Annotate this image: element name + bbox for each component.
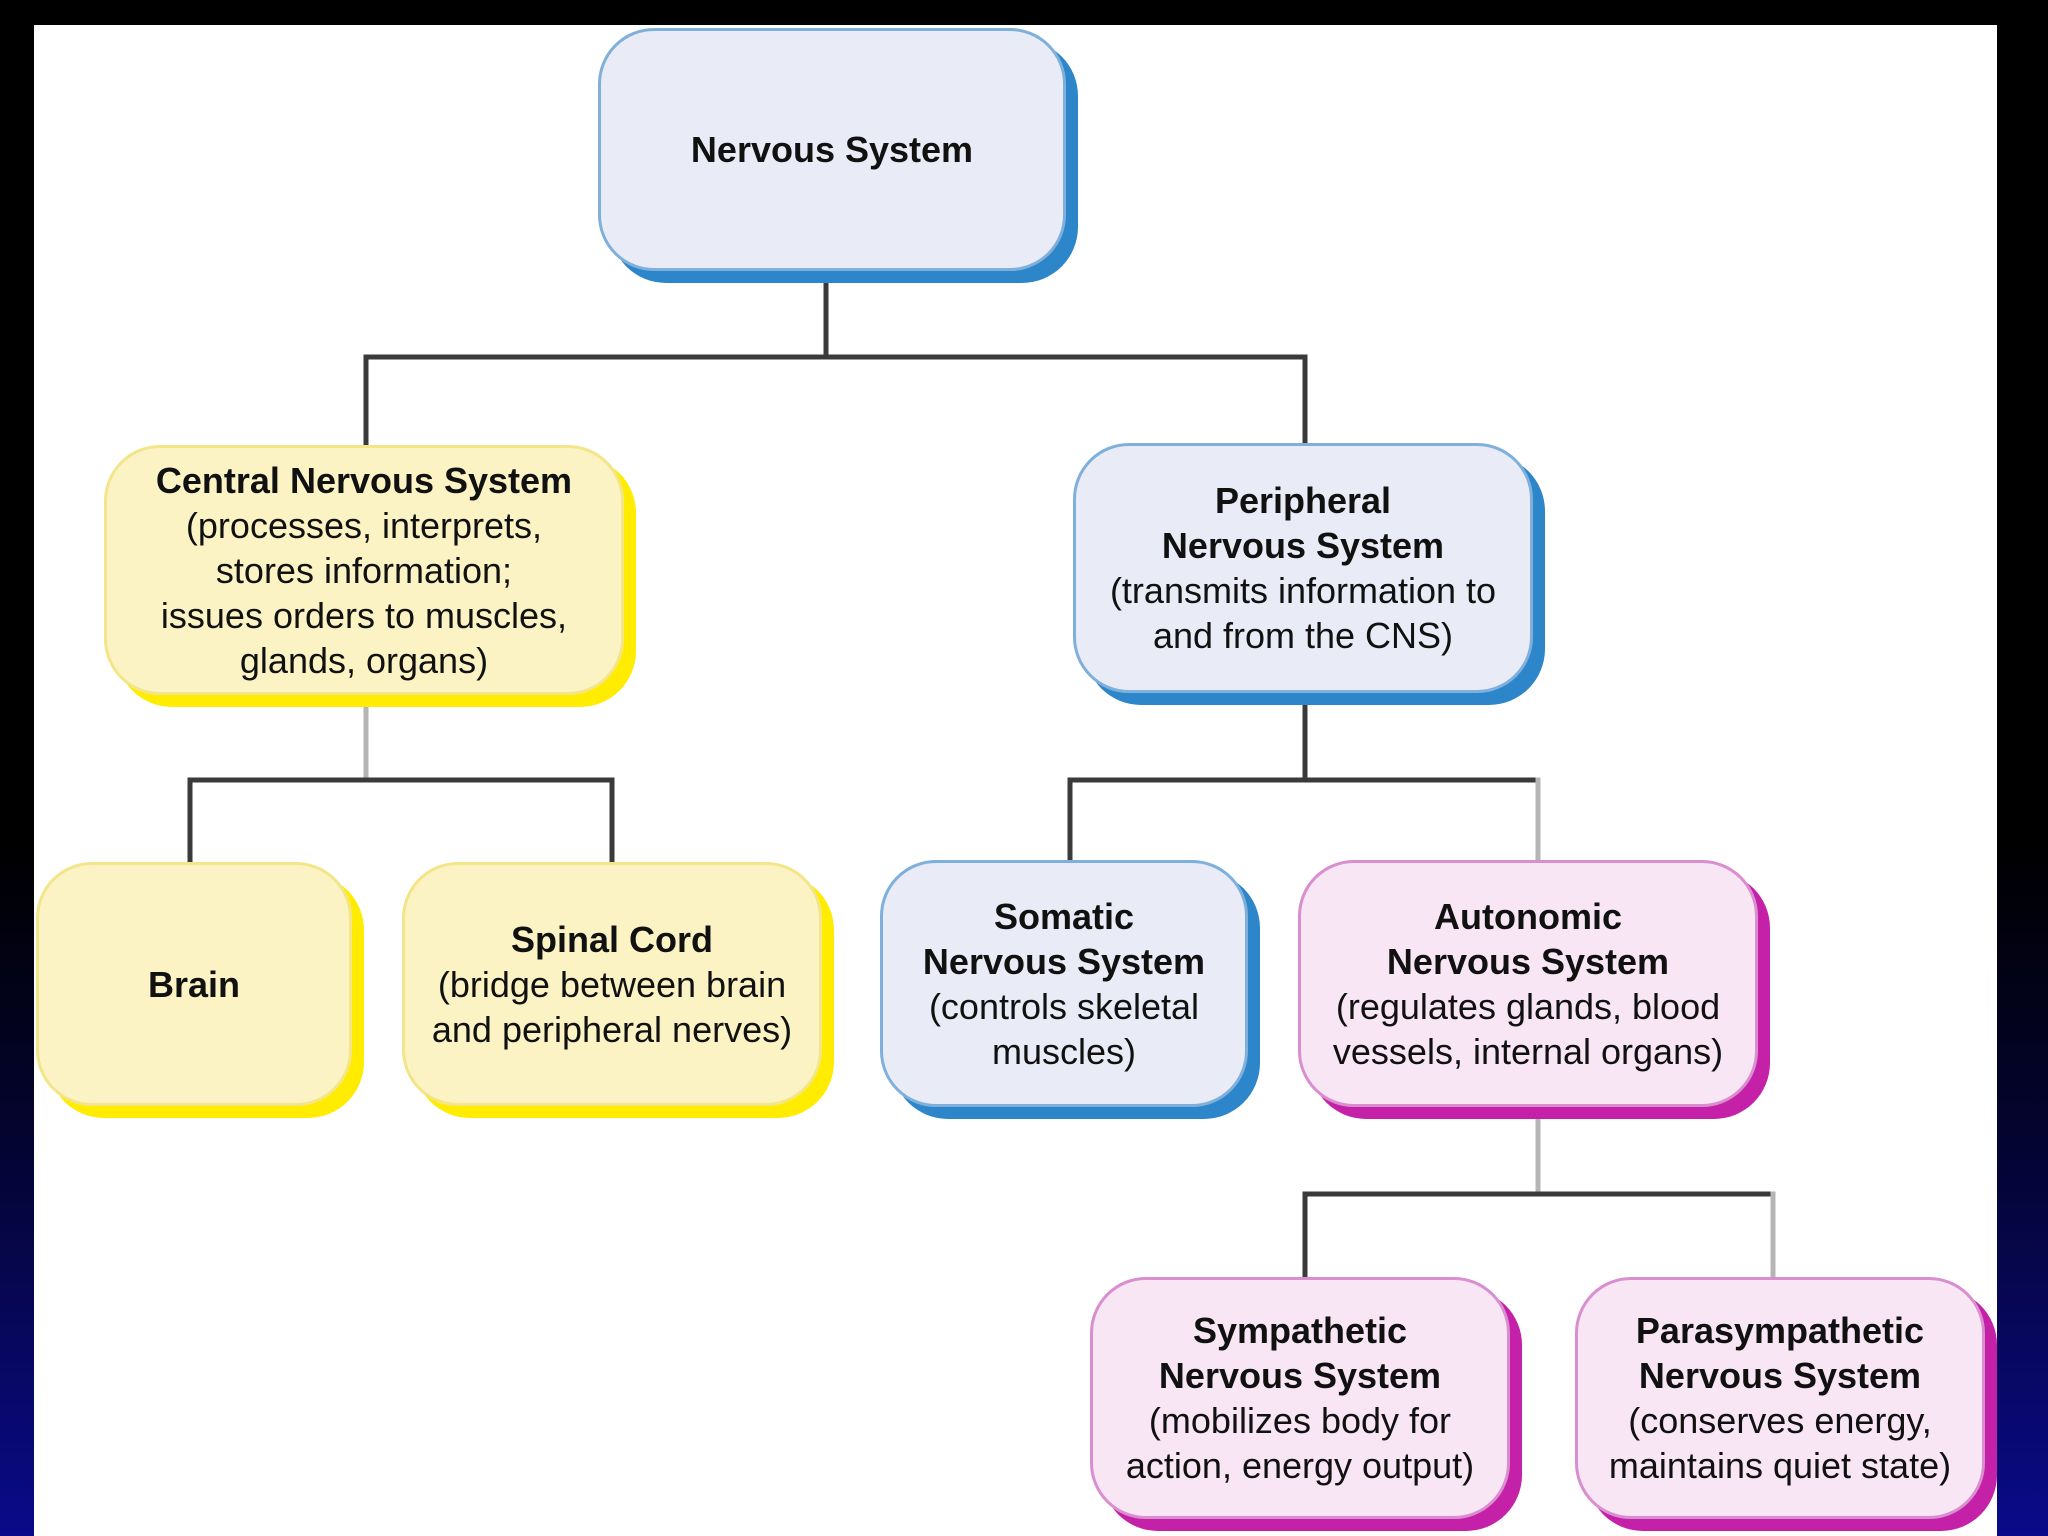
node-description: (processes, interprets, stores informati… xyxy=(160,504,568,681)
node-spinal-cord: Spinal Cord (bridge between brain and pe… xyxy=(402,862,822,1106)
node-title: Somatic Nervous System xyxy=(922,895,1206,982)
node-title: Autonomic Nervous System xyxy=(1386,895,1670,982)
node-title: Sympathetic Nervous System xyxy=(1158,1310,1442,1396)
node-central-nervous-system: Central Nervous System (processes, inter… xyxy=(104,445,624,695)
node-title: Brain xyxy=(147,963,241,1005)
node-nervous-system: Nervous System xyxy=(598,28,1066,271)
node-autonomic-nervous-system: Autonomic Nervous System (regulates glan… xyxy=(1298,860,1758,1107)
node-parasympathetic-nervous-system: Parasympathetic Nervous System (conserve… xyxy=(1575,1277,1985,1519)
node-description: (conserves energy, maintains quiet state… xyxy=(1608,1400,1952,1486)
node-description: (bridge between brain and peripheral ner… xyxy=(431,963,793,1050)
node-sympathetic-nervous-system: Sympathetic Nervous System (mobilizes bo… xyxy=(1090,1277,1510,1519)
node-title: Spinal Cord xyxy=(510,918,713,960)
node-title: Central Nervous System xyxy=(155,459,573,501)
node-somatic-nervous-system: Somatic Nervous System (controls skeleta… xyxy=(880,860,1248,1107)
node-title: Peripheral Nervous System xyxy=(1161,480,1445,566)
node-brain: Brain xyxy=(36,862,352,1106)
node-description: (controls skeletal muscles) xyxy=(928,985,1200,1072)
node-description: (regulates glands, blood vessels, intern… xyxy=(1332,985,1724,1072)
node-peripheral-nervous-system: Peripheral Nervous System (transmits inf… xyxy=(1073,443,1533,693)
node-title: Nervous System xyxy=(690,129,974,170)
connector-group xyxy=(187,272,1776,1280)
node-title: Parasympathetic Nervous System xyxy=(1635,1310,1925,1396)
node-description: (transmits information to and from the C… xyxy=(1109,570,1497,656)
node-description: (mobilizes body for action, energy outpu… xyxy=(1125,1400,1475,1486)
